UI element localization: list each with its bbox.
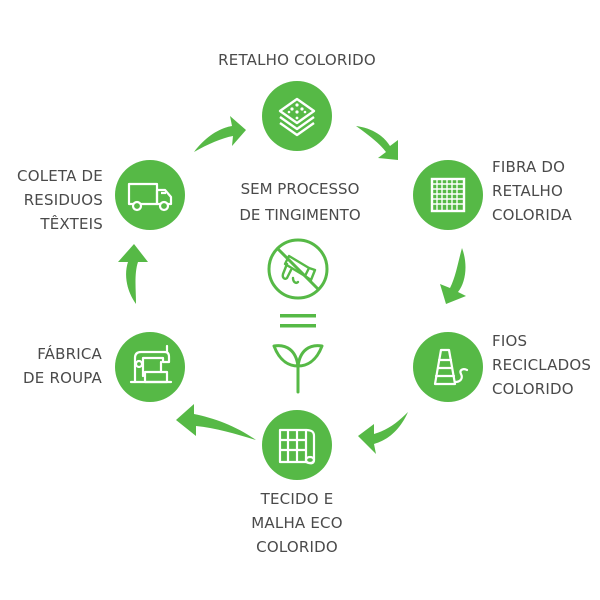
no-dye-icon <box>267 238 329 300</box>
label-fabrica: FÁBRICA DE ROUPA <box>0 342 102 390</box>
sewing-machine-icon <box>129 344 173 384</box>
leaf-sprout-icon <box>272 344 324 394</box>
label-line: COLORIDO <box>256 538 338 556</box>
arrow-icon <box>440 248 466 304</box>
center-title: SEM PROCESSO DE TINGIMENTO <box>200 176 400 228</box>
label-line: RETALHO <box>492 182 564 200</box>
label-fios: FIOS RECICLADOS COLORIDO <box>492 329 592 401</box>
arrow-icon <box>356 126 398 160</box>
node-fabrica <box>115 332 185 402</box>
label-line: FÁBRICA <box>37 345 102 363</box>
center-title-line: DE TINGIMENTO <box>239 206 361 224</box>
arrow-icon <box>118 244 148 304</box>
node-retalho <box>262 81 332 151</box>
label-line: COLORIDA <box>492 206 572 224</box>
label-line: MALHA ECO <box>251 514 343 532</box>
label-line: RETALHO COLORIDO <box>218 51 376 69</box>
truck-icon <box>127 182 173 212</box>
node-fios <box>413 332 483 402</box>
label-line: RESIDUOS <box>23 191 103 209</box>
label-fibra: FIBRA DO RETALHO COLORIDA <box>492 155 592 227</box>
label-line: FIOS <box>492 332 528 350</box>
label-line: TECIDO E <box>260 490 334 508</box>
node-fibra <box>413 160 483 230</box>
label-line: RECICLADOS <box>492 356 592 374</box>
fiber-grid-icon <box>430 177 466 213</box>
label-line: DE ROUPA <box>23 369 102 387</box>
label-line: TÊXTEIS <box>40 215 103 233</box>
node-tecido <box>262 410 332 480</box>
label-tecido: TECIDO E MALHA ECO COLORIDO <box>222 487 372 559</box>
fabric-roll-icon <box>278 428 316 465</box>
arrow-icon <box>176 404 256 440</box>
node-coleta <box>115 160 185 230</box>
label-line: COLORIDO <box>492 380 574 398</box>
arrow-icon <box>194 116 246 152</box>
label-coleta: COLETA DE RESIDUOS TÊXTEIS <box>0 164 103 236</box>
yarn-spool-icon <box>433 348 469 386</box>
label-line: FIBRA DO <box>492 158 566 176</box>
label-retalho: RETALHO COLORIDO <box>192 48 402 72</box>
arrow-icon <box>358 412 408 454</box>
label-line: COLETA DE <box>17 167 103 185</box>
equals-icon <box>280 314 316 328</box>
fabric-layers-icon <box>278 97 316 137</box>
center-title-line: SEM PROCESSO <box>240 180 360 198</box>
